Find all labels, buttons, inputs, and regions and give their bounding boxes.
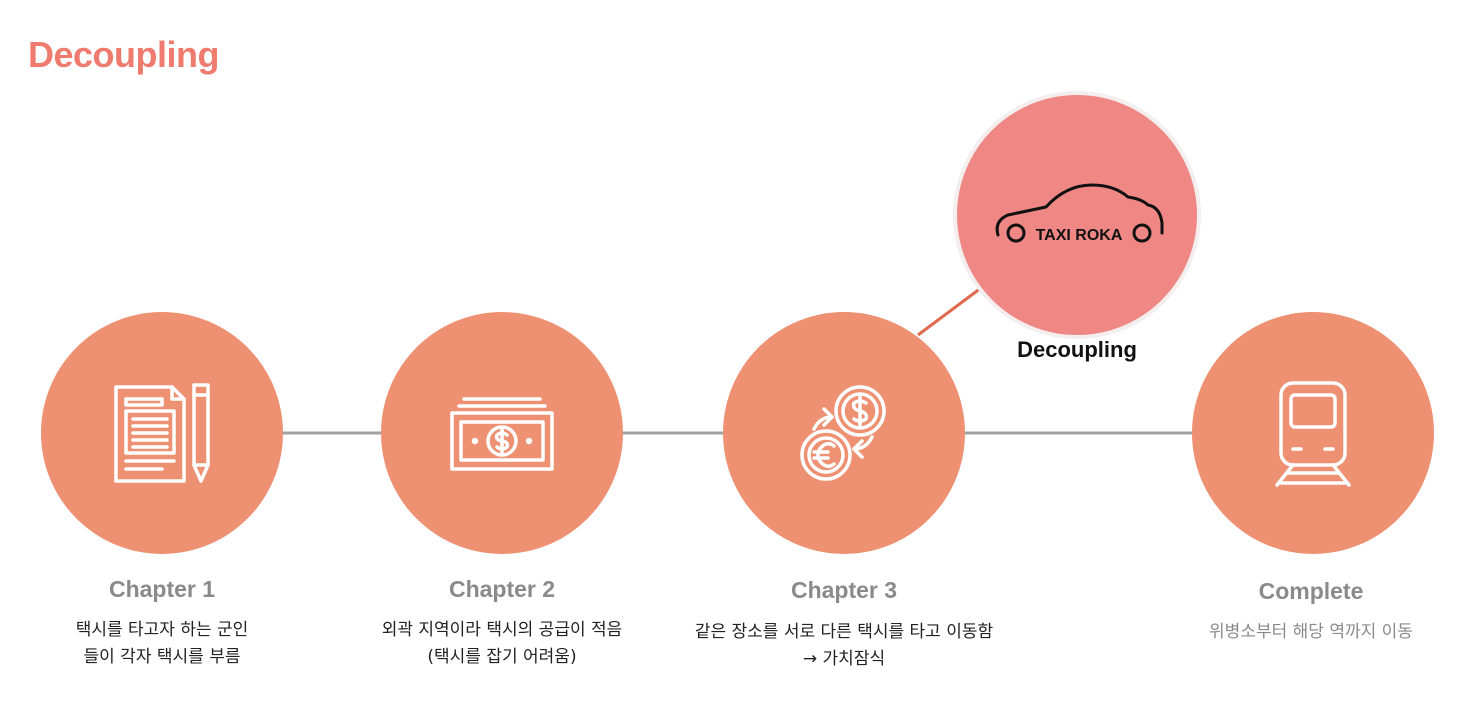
train-icon — [1275, 381, 1351, 487]
step-desc-4: 위병소부터 해당 역까지 이동 — [1209, 622, 1413, 642]
decoupling-label: Decoupling — [1017, 337, 1137, 362]
step-desc-2: 외곽 지역이라 택시의 공급이 적음 (택시를 잡기 어려움) — [381, 620, 623, 667]
step-circle-3 — [723, 312, 965, 554]
page-title: Decoupling — [28, 34, 220, 75]
step-circle-4 — [1192, 312, 1434, 554]
decoupling-circle: TAXI ROKA — [957, 95, 1197, 335]
logo-text: TAXI ROKA — [1036, 227, 1123, 244]
step-heading-2: Chapter 2 — [448, 576, 556, 602]
taxi-car-icon: TAXI ROKA — [995, 183, 1164, 244]
money-bill-icon — [450, 397, 554, 471]
step-heading-3: Chapter 3 — [790, 577, 898, 603]
step-desc-3: 같은 장소를 서로 다른 택시를 타고 이동함 → 가치잠식 — [694, 622, 994, 669]
document-pencil-icon — [114, 383, 210, 483]
step-heading-4: Complete — [1258, 578, 1364, 604]
step-circle-2 — [381, 312, 623, 554]
step-circle-1 — [41, 312, 283, 554]
currency-exchange-icon — [800, 385, 886, 481]
branch-line — [917, 283, 986, 337]
step-heading-1: Chapter 1 — [108, 576, 216, 602]
step-desc-1: 택시를 타고자 하는 군인 들이 각자 택시를 부름 — [75, 620, 249, 667]
